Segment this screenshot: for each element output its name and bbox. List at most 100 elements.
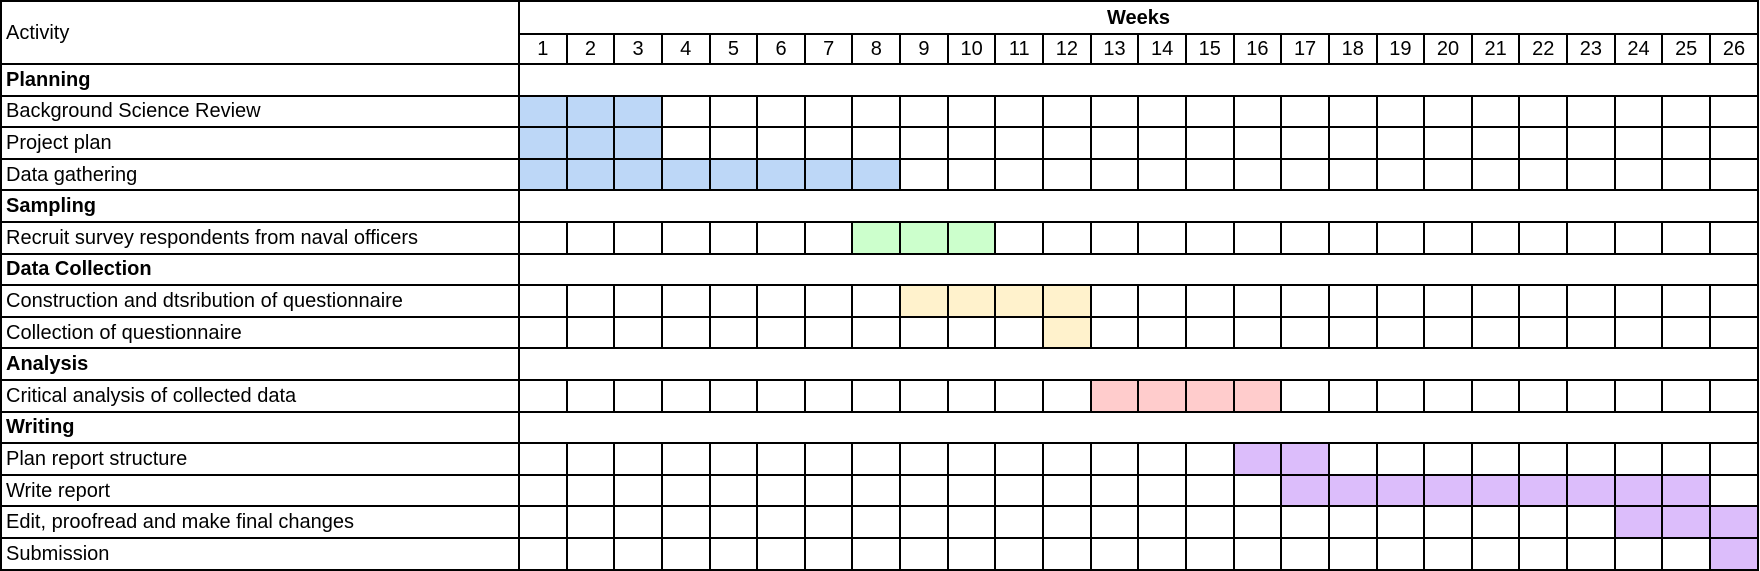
gantt-bar-cell (946, 284, 997, 318)
week-cell (1613, 126, 1664, 160)
week-cell (803, 94, 854, 129)
week-cell (1709, 473, 1759, 508)
week-cell (565, 284, 616, 318)
week-cell (1184, 536, 1235, 571)
week-cell (1042, 536, 1092, 571)
week-cell (803, 315, 854, 350)
week-cell (1137, 157, 1187, 192)
section-spacer (518, 252, 1759, 287)
week-cell (1137, 536, 1187, 571)
week-cell (1470, 126, 1521, 160)
week-cell (1375, 505, 1426, 539)
section-label: Data Collection (0, 252, 520, 287)
week-header-6: 6 (756, 33, 806, 65)
week-cell (660, 315, 711, 350)
week-cell (1280, 505, 1330, 539)
week-cell (660, 126, 711, 160)
week-cell (1613, 284, 1664, 318)
week-cell (756, 442, 806, 476)
gantt-bar-cell (613, 157, 663, 192)
week-cell (1566, 157, 1616, 192)
week-cell (1709, 220, 1759, 255)
week-cell (1375, 315, 1426, 350)
section-label: Writing (0, 410, 520, 445)
week-cell (1661, 442, 1712, 476)
week-cell (1184, 220, 1235, 255)
week-cell (660, 442, 711, 476)
week-cell (1280, 536, 1330, 571)
week-header-18: 18 (1327, 33, 1378, 65)
week-cell (1423, 315, 1473, 350)
week-cell (613, 442, 663, 476)
week-cell (756, 473, 806, 508)
week-cell (1137, 505, 1187, 539)
week-cell (851, 94, 902, 129)
week-cell (1613, 442, 1664, 476)
gantt-bar-cell (1661, 473, 1712, 508)
week-header-24: 24 (1613, 33, 1664, 65)
week-cell (1232, 220, 1283, 255)
week-cell (946, 505, 997, 539)
week-cell (1518, 126, 1569, 160)
week-cell (1280, 94, 1330, 129)
week-cell (803, 473, 854, 508)
week-cell (1613, 536, 1664, 571)
week-cell (1518, 94, 1569, 129)
week-header-2: 2 (565, 33, 616, 65)
week-cell (1280, 220, 1330, 255)
section-spacer (518, 410, 1759, 445)
week-cell (1375, 94, 1426, 129)
activity-row: Recruit survey respondents from naval of… (0, 220, 1759, 255)
week-cell (518, 284, 568, 318)
activity-label: Submission (0, 536, 520, 571)
section-row: Data Collection (0, 252, 1759, 287)
week-cell (994, 157, 1045, 192)
gantt-bar-cell (1089, 378, 1140, 413)
week-cell (1042, 442, 1092, 476)
week-cell (1232, 315, 1283, 350)
week-cell (1423, 94, 1473, 129)
gantt-bar-cell (1375, 473, 1426, 508)
gantt-bar-cell (518, 94, 568, 129)
activity-row: Construction and dtsribution of question… (0, 284, 1759, 318)
week-cell (1423, 126, 1473, 160)
week-cell (1423, 220, 1473, 255)
gantt-bar-cell (1184, 378, 1235, 413)
activity-label: Construction and dtsribution of question… (0, 284, 520, 318)
week-cell (1327, 442, 1378, 476)
week-cell (1566, 315, 1616, 350)
week-header-22: 22 (1518, 33, 1569, 65)
week-cell (1042, 94, 1092, 129)
week-cell (1566, 536, 1616, 571)
gantt-bar-cell (518, 126, 568, 160)
week-cell (1184, 94, 1235, 129)
week-cell (1184, 505, 1235, 539)
week-header-8: 8 (851, 33, 902, 65)
gantt-bar-cell (1232, 442, 1283, 476)
week-cell (803, 378, 854, 413)
week-cell (994, 126, 1045, 160)
week-cell (994, 94, 1045, 129)
week-cell (803, 126, 854, 160)
week-cell (1375, 378, 1426, 413)
week-cell (1423, 536, 1473, 571)
week-header-7: 7 (803, 33, 854, 65)
week-cell (613, 473, 663, 508)
week-header-17: 17 (1280, 33, 1330, 65)
week-cell (1137, 442, 1187, 476)
week-cell (851, 284, 902, 318)
gantt-bar-cell (1566, 473, 1616, 508)
week-cell (1613, 94, 1664, 129)
week-cell (756, 536, 806, 571)
activity-label: Project plan (0, 126, 520, 160)
week-cell (1089, 473, 1140, 508)
week-cell (756, 220, 806, 255)
week-cell (1232, 126, 1283, 160)
week-cell (1566, 378, 1616, 413)
week-header-23: 23 (1566, 33, 1616, 65)
week-cell (946, 94, 997, 129)
week-cell (1566, 94, 1616, 129)
week-cell (994, 536, 1045, 571)
gantt-bar-cell (565, 126, 616, 160)
week-cell (946, 315, 997, 350)
